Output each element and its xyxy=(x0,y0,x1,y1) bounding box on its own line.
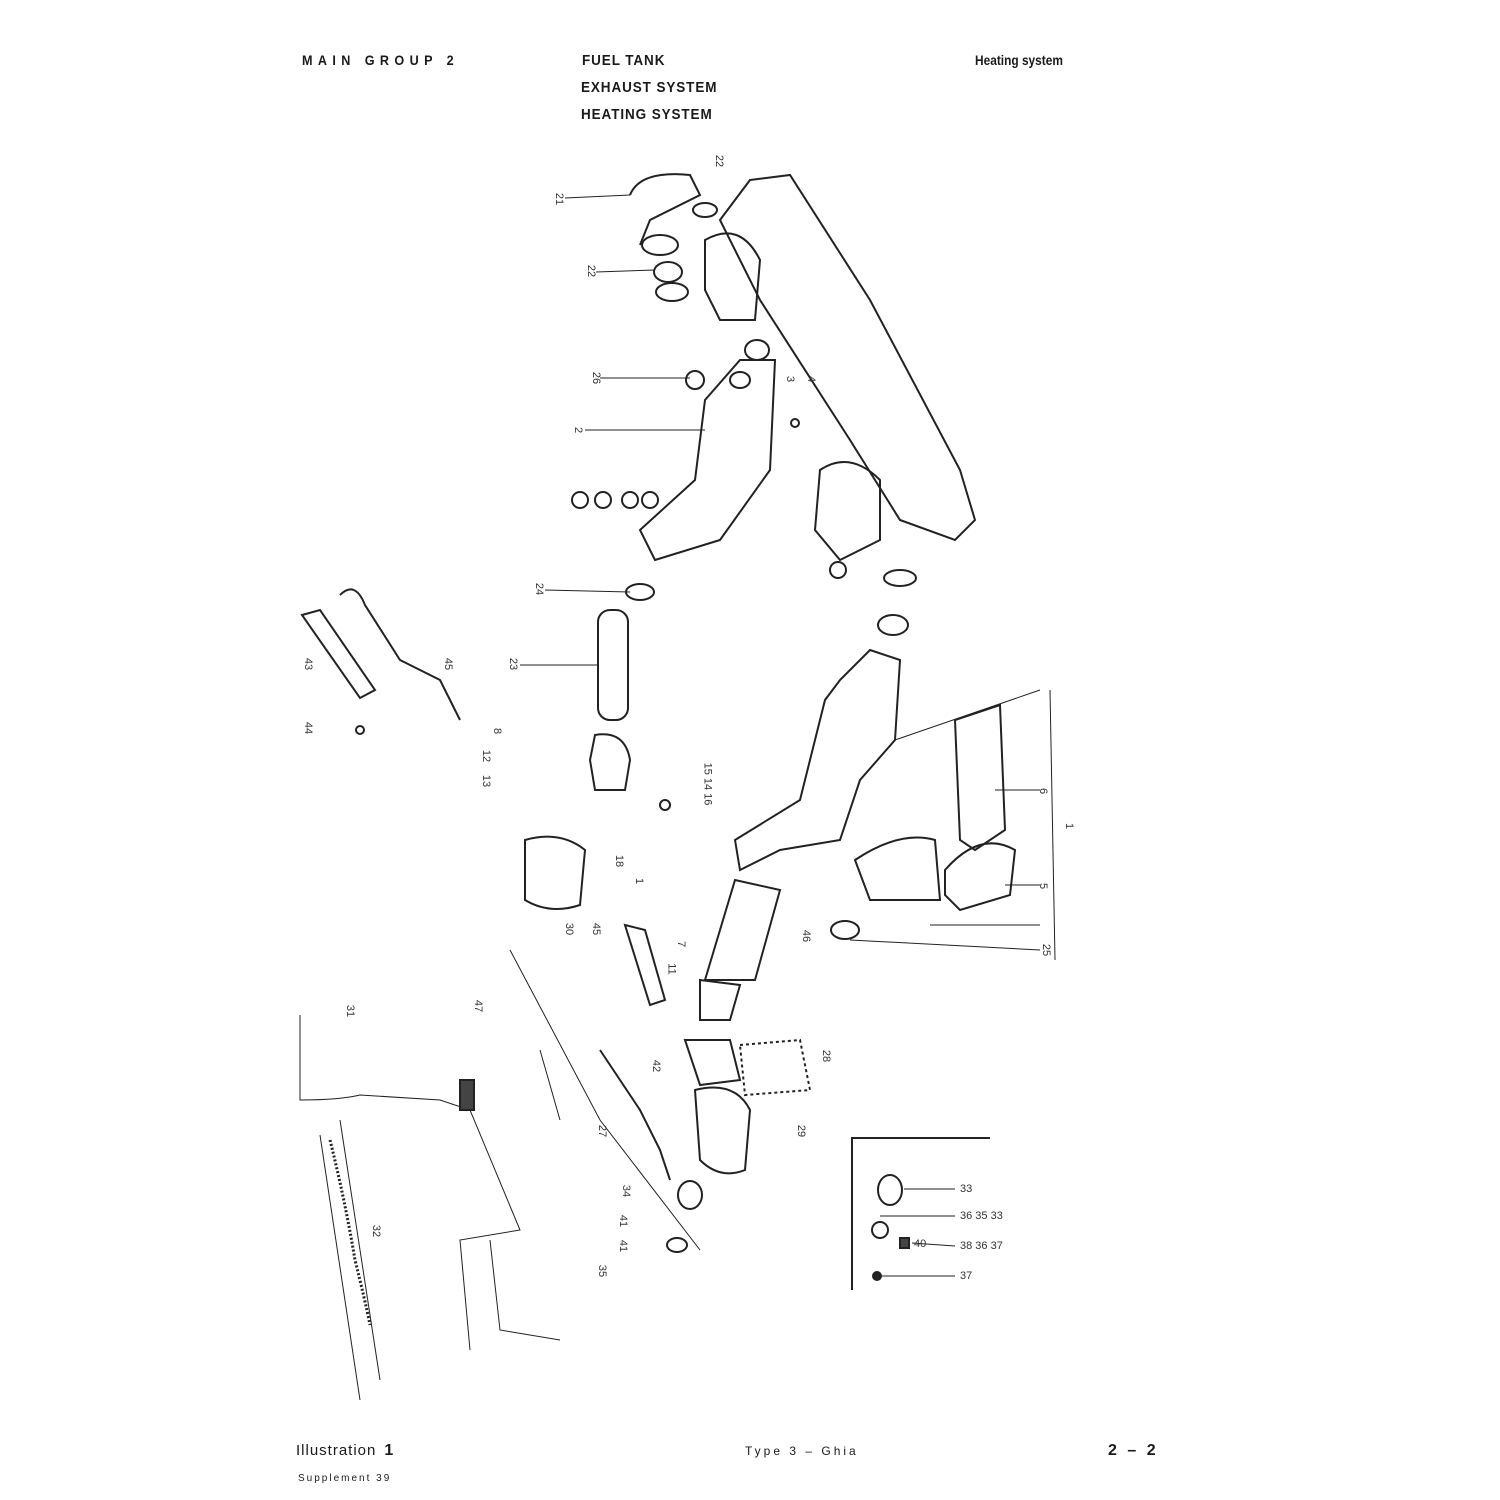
callout: 18 xyxy=(613,854,626,868)
callout: 31 xyxy=(344,1004,357,1018)
callout: 41 xyxy=(617,1239,630,1253)
callout: 22 xyxy=(585,264,598,278)
callout: 24 xyxy=(533,582,546,596)
flap-valve-8 xyxy=(588,733,632,791)
callout: 38 36 37 xyxy=(960,1240,1003,1252)
callout: 47 xyxy=(472,999,485,1013)
callout: 22 xyxy=(713,154,726,168)
callout: 12 xyxy=(480,749,493,763)
title-fuel-tank: FUEL TANK xyxy=(582,52,666,69)
illustration-caption: Illustration 1 xyxy=(296,1442,394,1460)
heat-exchanger-right xyxy=(733,648,902,872)
callout: 33 xyxy=(960,1183,973,1195)
clamp-ring xyxy=(641,234,679,256)
shield-5 xyxy=(944,842,1017,912)
callout: 23 xyxy=(507,657,520,671)
heater-blower-29 xyxy=(693,1086,752,1175)
title-exhaust-system: EXHAUST SYSTEM xyxy=(581,79,718,96)
pipe-46 xyxy=(703,878,782,981)
callout: 13 xyxy=(480,774,493,788)
callout: 36 35 33 xyxy=(960,1210,1003,1222)
manifold-part xyxy=(718,173,977,542)
spring-32 xyxy=(328,1139,372,1326)
callout: 32 xyxy=(370,1224,383,1238)
gasket-28 xyxy=(738,1038,812,1097)
callout: 26 xyxy=(590,371,603,385)
callout: 37 xyxy=(960,1270,973,1282)
callout: 30 xyxy=(563,922,576,936)
heat-shield-6 xyxy=(953,703,1007,852)
callout: 43 xyxy=(302,657,315,671)
heat-exchanger-left xyxy=(638,359,777,562)
illustration-label: Illustration xyxy=(296,1442,377,1459)
callout: 44 xyxy=(302,721,315,735)
callout: 15 14 16 xyxy=(701,762,714,806)
clamp-ring xyxy=(653,261,683,283)
callout: 5 xyxy=(1037,882,1050,890)
callout: 3 xyxy=(784,375,797,383)
callout: 35 xyxy=(596,1264,609,1278)
callout: 29 xyxy=(795,1124,808,1138)
callout: 21 xyxy=(553,192,566,206)
page-number: 2 – 2 xyxy=(1108,1442,1159,1459)
clamp-ring xyxy=(692,202,718,218)
heater-cable xyxy=(339,588,461,721)
main-group-label: MAIN GROUP 2 xyxy=(302,52,459,68)
callout: 1 xyxy=(1063,822,1076,830)
title-heating-system: HEATING SYSTEM xyxy=(581,106,713,123)
callout: 6 xyxy=(1037,787,1050,795)
callout: 45 xyxy=(590,922,603,936)
callout: 45 xyxy=(442,657,455,671)
callout: 41 xyxy=(617,1214,630,1228)
callout: 2 xyxy=(572,426,585,434)
illustration-number: 1 xyxy=(384,1442,395,1459)
inset-frame xyxy=(851,1137,990,1290)
clamp-ring xyxy=(655,282,689,302)
callout: 34 xyxy=(620,1184,633,1198)
supplement-label: Supplement 39 xyxy=(298,1473,392,1484)
callout: 11 xyxy=(665,963,678,975)
callout: 8 xyxy=(491,727,504,735)
callout: 7 xyxy=(675,940,688,948)
callout: 40 xyxy=(914,1238,927,1250)
callout: 1 xyxy=(633,877,646,885)
callout: 28 xyxy=(820,1049,833,1063)
callout: 46 xyxy=(800,929,813,943)
callout: 42 xyxy=(650,1059,663,1073)
body-outline xyxy=(299,949,701,1401)
section-title: Heating system xyxy=(975,52,1063,68)
manifold-outlet xyxy=(813,461,881,562)
heater-blower-30 xyxy=(524,835,587,910)
elbow-part xyxy=(853,836,942,901)
manifold-housing xyxy=(704,232,762,321)
hose-21 xyxy=(629,173,702,246)
callout: 25 xyxy=(1040,943,1053,957)
callout: 27 xyxy=(596,1124,609,1138)
model-type: Type 3 – Ghia xyxy=(745,1444,859,1458)
flex-hose-23 xyxy=(597,609,629,721)
callout: 4 xyxy=(805,375,818,383)
